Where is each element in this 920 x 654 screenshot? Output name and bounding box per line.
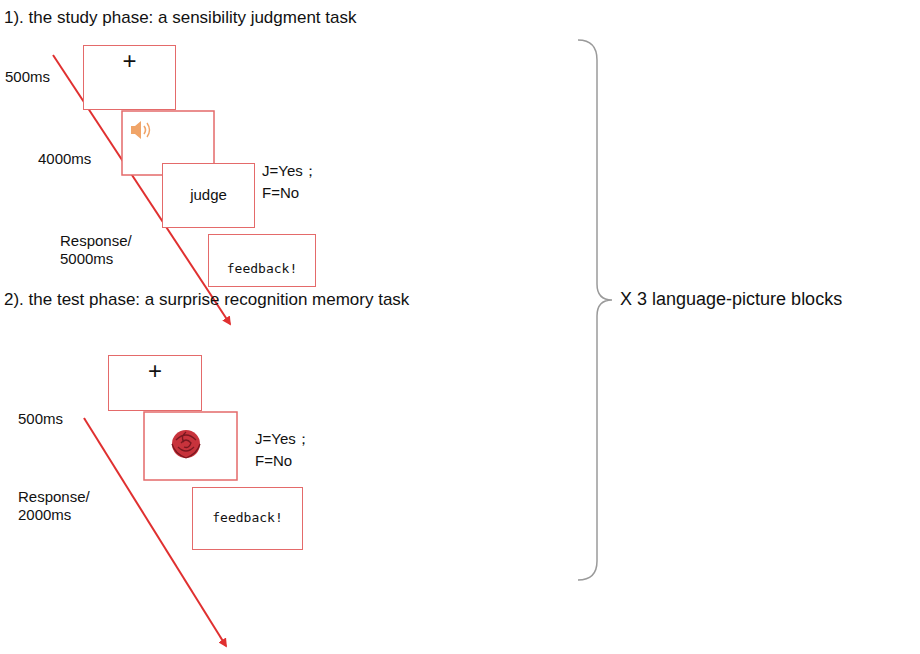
repeat-label: X 3 language-picture blocks: [620, 289, 842, 311]
feedback-screen: feedback!: [208, 234, 316, 287]
fixation-screen: +: [108, 355, 202, 411]
screen-text: +: [122, 46, 136, 74]
screen-text: feedback!: [227, 262, 297, 286]
phase-title: 1). the study phase: a sensibility judgm…: [4, 8, 356, 28]
judge-screen: judge: [162, 163, 255, 228]
rose-picture: [172, 430, 200, 458]
key-label: J=Yes；: [255, 430, 311, 448]
fixation-screen: +: [83, 45, 176, 110]
screen-text: +: [148, 356, 162, 384]
picture-screen: [144, 412, 237, 480]
duration-label: 4000ms: [38, 150, 91, 168]
duration-label: 500ms: [18, 410, 63, 428]
screen-text: feedback!: [212, 511, 282, 525]
key-label: F=No: [262, 184, 299, 202]
key-label: J=Yes；: [262, 162, 318, 180]
duration-label: 500ms: [5, 68, 50, 86]
key-label: F=No: [255, 452, 292, 470]
duration-label: Response/ 2000ms: [18, 488, 98, 524]
feedback-screen: feedback!: [192, 487, 303, 550]
screen-text: judge: [190, 187, 227, 204]
duration-label: Response/ 5000ms: [60, 232, 140, 268]
phase-title: 2). the test phase: a surprise recogniti…: [4, 290, 409, 310]
block-bracket: [578, 40, 612, 580]
speaker-icon: [131, 121, 150, 139]
